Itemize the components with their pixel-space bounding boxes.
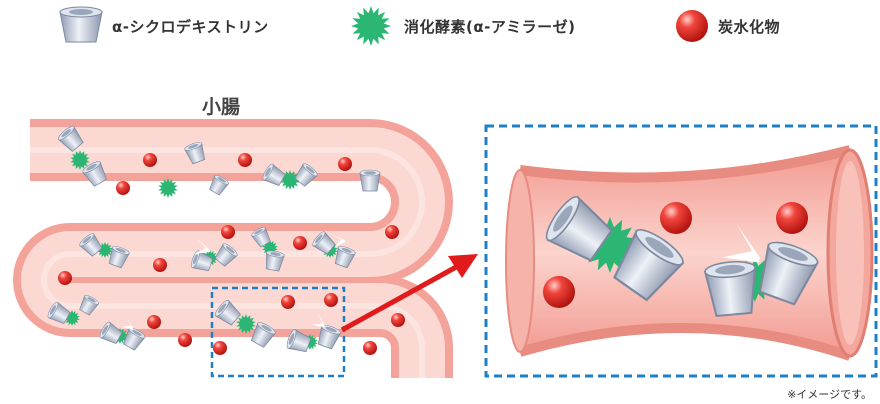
cyclodextrin xyxy=(57,125,84,152)
small-intestine xyxy=(13,119,453,378)
legend-enzyme: 消化酵素(α-アミラーゼ) xyxy=(338,4,575,48)
zoom-source-box xyxy=(210,286,346,378)
cyclodextrin xyxy=(250,322,276,348)
cyclodextrin xyxy=(79,295,100,316)
intestine-contents xyxy=(47,125,405,355)
cyclodextrin xyxy=(359,169,381,192)
cyclodextrin xyxy=(703,261,757,318)
carbohydrate xyxy=(324,293,338,307)
legend-cyclodextrin: α-シクロデキストリン xyxy=(50,4,269,48)
enzyme xyxy=(158,178,178,198)
diagram-title: 小腸 xyxy=(202,96,241,118)
carbohydrate xyxy=(391,313,405,327)
carbohydrate xyxy=(221,225,235,239)
cyclodextrin xyxy=(334,246,356,269)
cyclodextrin xyxy=(266,250,285,272)
cyclodextrin xyxy=(82,161,108,187)
carbohydrate xyxy=(363,341,377,355)
enzyme xyxy=(70,150,90,170)
carbohydrate xyxy=(776,202,808,234)
carbohydrate xyxy=(143,153,157,167)
cyclodextrin xyxy=(545,195,613,262)
cyclodextrin xyxy=(209,175,230,196)
cleavage-flash xyxy=(311,313,325,328)
cyclodextrin xyxy=(123,327,146,351)
legend-label: 炭水化物 xyxy=(718,17,781,36)
cyclodextrin xyxy=(286,328,312,353)
cyclodextrin xyxy=(317,324,342,350)
legend-label: 消化酵素(α-アミラーゼ) xyxy=(404,17,576,36)
cyclodextrin xyxy=(184,142,206,165)
cyclodextrin xyxy=(191,250,214,272)
cyclodextrin xyxy=(47,301,71,324)
zoom-arrow xyxy=(340,254,478,333)
carbohydrate xyxy=(153,258,167,272)
enlarged-intestine xyxy=(505,145,874,361)
cyclodextrin xyxy=(108,246,130,269)
cyclodextrin-icon xyxy=(59,6,103,43)
carbohydrate xyxy=(385,225,399,239)
carbohydrate xyxy=(543,276,575,308)
carbohydrate xyxy=(338,157,352,171)
enlarged-contents xyxy=(543,195,819,318)
cyclodextrin xyxy=(214,299,241,326)
cyclodextrin xyxy=(294,163,318,187)
carbohydrate xyxy=(116,181,130,195)
legend-label: α-シクロデキストリン xyxy=(112,17,269,36)
cyclodextrin xyxy=(79,233,103,257)
carbohydrate xyxy=(213,341,227,355)
cleavage-flash xyxy=(722,223,760,263)
cyclodextrin xyxy=(214,243,238,267)
cleavage-flash xyxy=(121,316,133,330)
cyclodextrin xyxy=(99,321,123,344)
carbohydrate xyxy=(178,333,192,347)
carbohydrate xyxy=(238,153,252,167)
cleavage-flash xyxy=(331,234,346,248)
cyclodextrin xyxy=(613,229,685,302)
image-note: ※イメージです。 xyxy=(787,388,872,401)
cyclodextrin xyxy=(758,241,819,306)
carbohydrate xyxy=(58,271,72,285)
carbohydrate xyxy=(147,315,161,329)
cleavage-flash xyxy=(194,238,210,254)
enzyme xyxy=(236,314,256,334)
cyclodextrin xyxy=(312,231,336,255)
carbohydrate-icon xyxy=(676,10,708,42)
cyclodextrin xyxy=(250,227,271,248)
enzyme-icon xyxy=(351,6,391,46)
zoom-detail-box xyxy=(484,124,878,378)
legend-carbohydrate: 炭水化物 xyxy=(668,4,780,48)
carbohydrate xyxy=(660,202,692,234)
cyclodextrin xyxy=(262,163,286,186)
carbohydrate xyxy=(293,236,307,250)
carbohydrate xyxy=(281,295,295,309)
